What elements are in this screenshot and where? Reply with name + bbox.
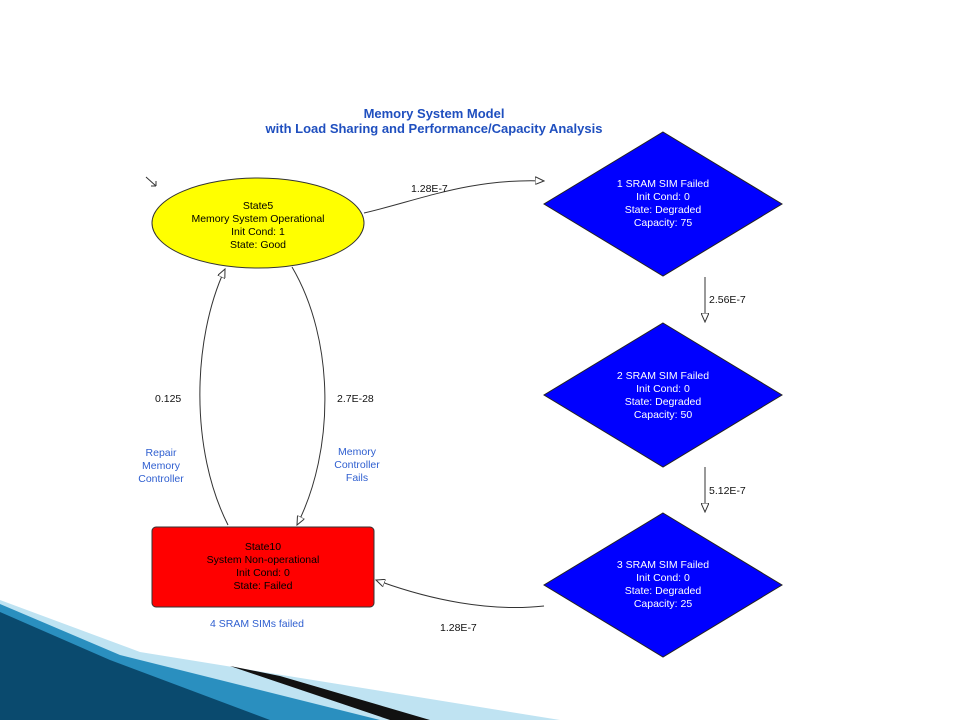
edge-state5-to-sim1 bbox=[363, 181, 544, 214]
node-state10-line-4: State: Failed bbox=[234, 580, 293, 592]
diagram-title-line-1: Memory System Model bbox=[364, 106, 505, 121]
node-sim2-line-1: 2 SRAM SIM Failed bbox=[617, 370, 709, 382]
node-sim2[interactable]: 2 SRAM SIM Failed Init Cond: 0 State: De… bbox=[543, 322, 783, 468]
node-sim1-shape bbox=[543, 131, 783, 277]
node-sim2-line-2: Init Cond: 0 bbox=[636, 383, 690, 395]
node-sim2-shape bbox=[543, 322, 783, 468]
node-state10-shape bbox=[151, 526, 375, 608]
rate-repair: 0.125 bbox=[155, 393, 181, 405]
node-sim3[interactable]: 3 SRAM SIM Failed Init Cond: 0 State: De… bbox=[543, 512, 783, 658]
cursor-arrow-icon bbox=[145, 176, 157, 187]
edge-repair-state10-to-state5 bbox=[199, 269, 229, 526]
node-sim1-line-2: Init Cond: 0 bbox=[636, 191, 690, 203]
node-state10-line-1: State10 bbox=[245, 541, 281, 553]
ribbon-black-edge bbox=[230, 666, 430, 720]
edge-fail-state5-to-state10 bbox=[291, 266, 326, 525]
node-state5-shape bbox=[151, 177, 365, 269]
node-state5-line-2: Memory System Operational bbox=[191, 213, 324, 225]
rate-controller-fail: 2.7E-28 bbox=[337, 393, 374, 405]
node-state5-line-4: State: Good bbox=[230, 239, 286, 251]
annotation-repair-line-3: Controller bbox=[138, 473, 184, 485]
node-sim2-line-4: Capacity: 50 bbox=[634, 409, 693, 421]
node-state10-line-3: Init Cond: 0 bbox=[236, 567, 290, 579]
annotation-repair-line-1: Repair bbox=[146, 447, 177, 459]
node-sim1-line-4: Capacity: 75 bbox=[634, 217, 693, 229]
annotation-controller-line-1: Memory bbox=[338, 446, 377, 458]
rate-sim3-to-state10: 1.28E-7 bbox=[440, 622, 477, 634]
node-state5[interactable]: State5 Memory System Operational Init Co… bbox=[151, 177, 365, 269]
node-state5-line-3: Init Cond: 1 bbox=[231, 226, 285, 238]
node-sim1[interactable]: 1 SRAM SIM Failed Init Cond: 0 State: De… bbox=[543, 131, 783, 277]
node-state10[interactable]: State10 System Non-operational Init Cond… bbox=[151, 526, 375, 608]
rate-sim2-to-sim3: 5.12E-7 bbox=[709, 485, 746, 497]
rate-sim1-to-sim2: 2.56E-7 bbox=[709, 294, 746, 306]
node-sim3-line-3: State: Degraded bbox=[625, 585, 702, 597]
node-sim2-line-3: State: Degraded bbox=[625, 396, 702, 408]
annotation-controller-line-2: Controller bbox=[334, 459, 380, 471]
node-state5-line-1: State5 bbox=[243, 200, 274, 212]
decorative-ribbon bbox=[0, 600, 560, 720]
annotation-failed-note: 4 SRAM SIMs failed bbox=[210, 618, 304, 630]
node-sim1-line-3: State: Degraded bbox=[625, 204, 702, 216]
node-state10-line-2: System Non-operational bbox=[207, 554, 320, 566]
edge-sim3-to-state10 bbox=[376, 580, 545, 608]
node-sim3-line-2: Init Cond: 0 bbox=[636, 572, 690, 584]
node-sim3-shape bbox=[543, 512, 783, 658]
node-sim3-line-1: 3 SRAM SIM Failed bbox=[617, 559, 709, 571]
diagram-title-line-2: with Load Sharing and Performance/Capaci… bbox=[265, 121, 603, 136]
node-sim3-line-4: Capacity: 25 bbox=[634, 598, 693, 610]
ribbon-dark-band bbox=[0, 612, 270, 720]
rate-state5-to-sim1: 1.28E-7 bbox=[411, 183, 448, 195]
node-sim1-line-1: 1 SRAM SIM Failed bbox=[617, 178, 709, 190]
annotation-controller-line-3: Fails bbox=[346, 472, 368, 484]
annotation-repair-line-2: Memory bbox=[142, 460, 181, 472]
